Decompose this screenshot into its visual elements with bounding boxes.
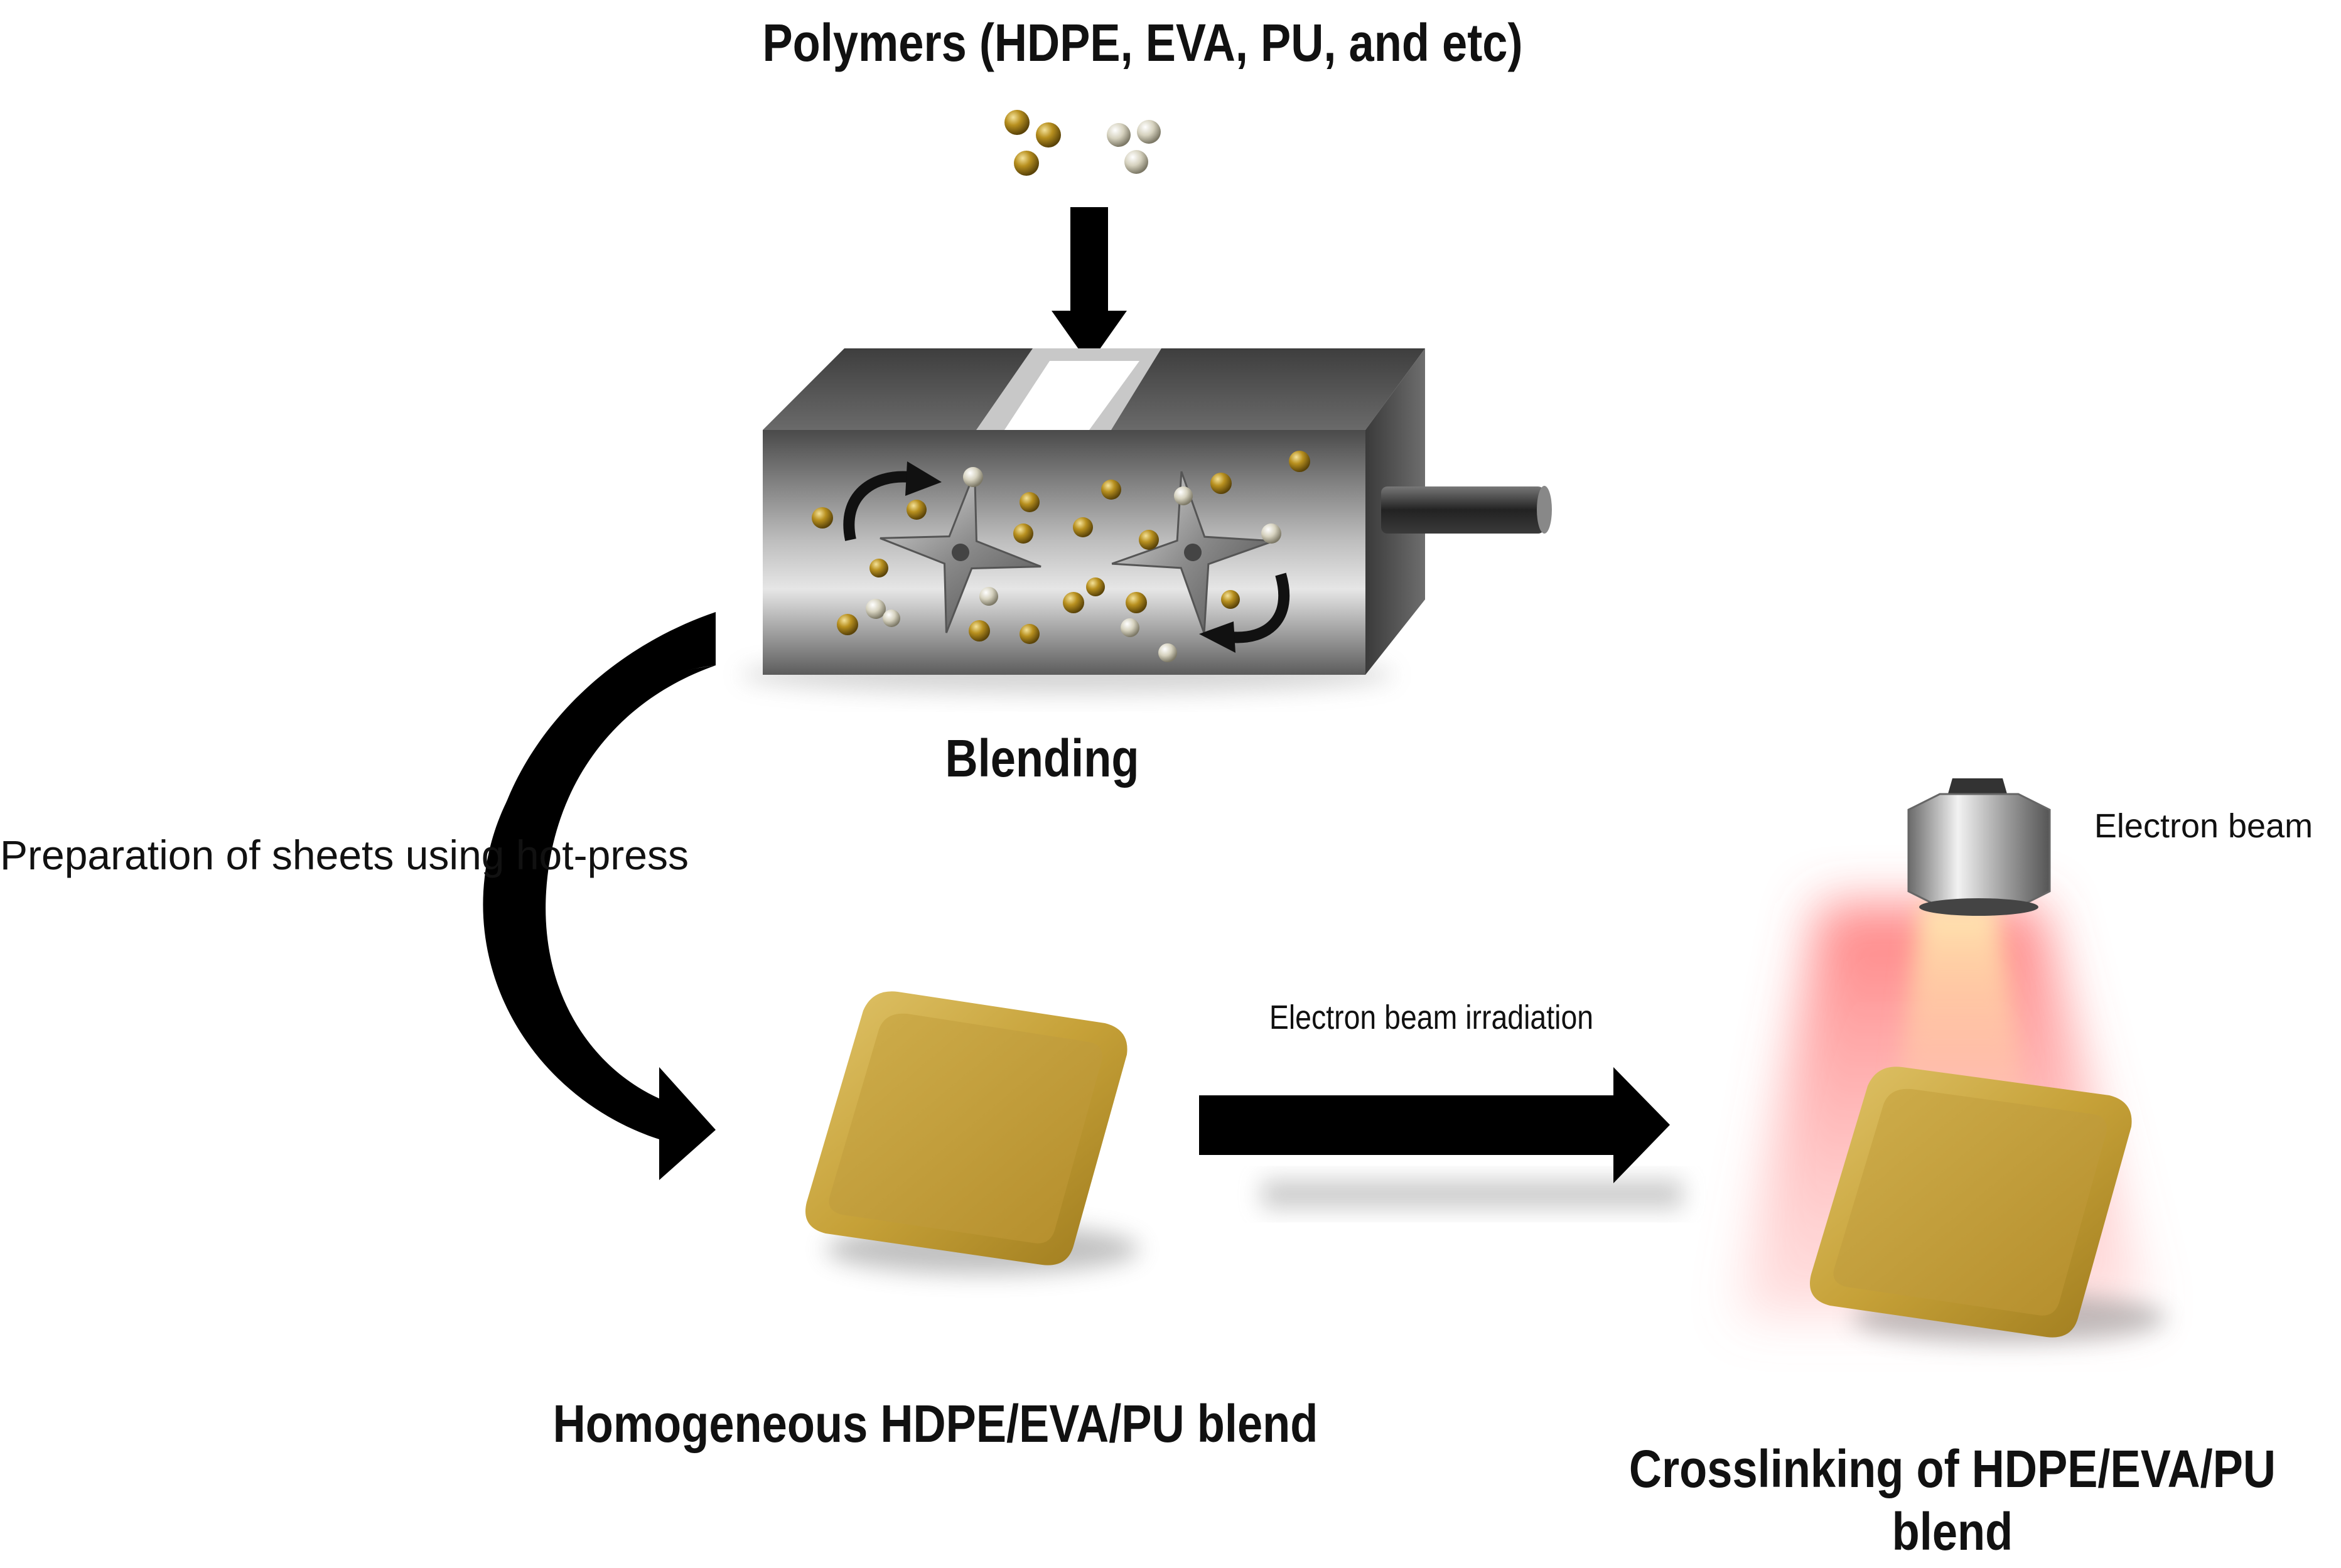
crosslinking-label: Crosslinking of HDPE/EVA/PU blend [1628, 1439, 2276, 1561]
electron-beam-label: Electron beam [2094, 807, 2313, 845]
falling-pellets [1004, 110, 1161, 176]
preparation-label: Preparation of sheets using hot-press [0, 832, 689, 878]
hot-press-arrow [483, 612, 716, 1180]
homogeneous-blend-label: Homogeneous HDPE/EVA/PU blend [552, 1394, 1318, 1453]
gold-pellet [1004, 110, 1030, 135]
mixer-shaft [1381, 486, 1544, 534]
mixer-box [741, 348, 1552, 694]
crosslinked-sheet [1810, 1066, 2166, 1343]
rotation-arrow-left [843, 471, 911, 541]
blending-label: Blending [945, 729, 1139, 788]
mixer-front [763, 430, 1365, 675]
feed-arrow [1052, 207, 1127, 364]
rotation-arrow-right [1230, 572, 1290, 643]
blend-sheet [805, 991, 1139, 1274]
mixer-pellets [812, 451, 1310, 662]
beam-nozzle [1907, 793, 2051, 908]
silver-pellet [1137, 120, 1161, 144]
gold-pellet [1014, 151, 1039, 176]
silver-pellet [1124, 150, 1148, 174]
polymers-title: Polymers (HDPE, EVA, PU, and etc) [762, 13, 1523, 72]
irradiation-arrow [1199, 1067, 1682, 1208]
silver-pellet [1107, 123, 1131, 147]
rotor-left [880, 471, 1041, 633]
irradiation-label: Electron beam irradiation [1269, 999, 1594, 1036]
beam-core [1896, 904, 2028, 1105]
gold-pellet [1036, 122, 1061, 148]
